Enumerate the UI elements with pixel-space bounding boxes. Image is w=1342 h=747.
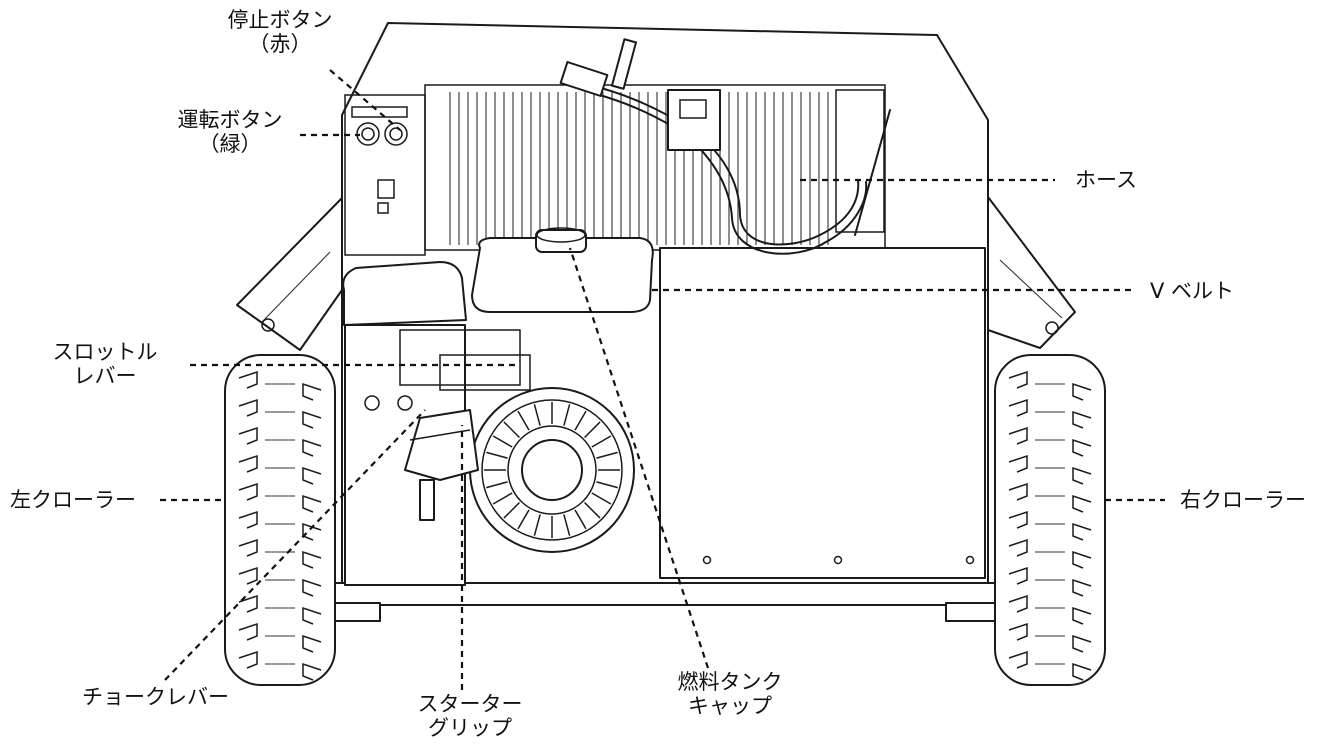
tread-lug	[238, 370, 258, 389]
tread-lug	[1072, 606, 1092, 625]
starter-fin	[503, 421, 521, 439]
tread-lug	[1008, 370, 1028, 389]
tread-lug	[238, 454, 258, 473]
tread-lug	[302, 578, 322, 597]
starter-grip-label: スターター グリップ	[417, 692, 523, 740]
leader-lines	[160, 69, 1165, 690]
tread-lug	[1008, 510, 1028, 529]
right-crawler-track	[994, 354, 1106, 686]
starter-fin	[492, 492, 513, 505]
hose-label: ホース	[1075, 168, 1137, 192]
starter-fin	[517, 509, 530, 530]
tread-lug	[1008, 538, 1028, 557]
tread-lug	[238, 398, 258, 417]
choke-bracket	[404, 409, 479, 521]
left-side-wing	[236, 197, 343, 351]
leader-fuel-tank-cap	[568, 247, 710, 669]
tread-lug	[1008, 454, 1028, 473]
tread-lug	[1072, 522, 1092, 541]
choke-lever-label: チョークレバー	[82, 685, 229, 709]
tread-lug	[1008, 426, 1028, 445]
starter-fin	[591, 492, 612, 505]
left-crawler-track	[224, 354, 336, 686]
tread-lug	[302, 494, 322, 513]
tread-lug	[1072, 550, 1092, 569]
starter-fin	[596, 451, 618, 459]
tread-lug	[1072, 634, 1092, 653]
tread-lug	[302, 634, 322, 653]
recoil-starter	[469, 387, 635, 553]
v-belt-label: V ベルト	[1150, 279, 1235, 303]
starter-fin	[574, 509, 587, 530]
tread-lug	[1072, 438, 1092, 457]
starter-fin	[583, 501, 601, 519]
throttle-lever-label: スロットル レバー	[52, 340, 158, 388]
starter-fin	[596, 481, 618, 489]
fuel-tank	[471, 227, 654, 313]
starter-fin	[563, 404, 571, 426]
right-crawler-label: 右クローラー	[1180, 488, 1306, 512]
right-side-wing	[987, 196, 1076, 349]
leader-choke-lever	[164, 409, 426, 681]
tread-lug	[238, 482, 258, 501]
run-button-label: 運転ボタン （緑）	[177, 108, 283, 156]
starter-fin	[533, 404, 541, 426]
tread-lug	[302, 382, 322, 401]
starter-fin	[574, 410, 587, 431]
tread-lug	[1008, 650, 1028, 669]
tread-lug	[1008, 398, 1028, 417]
tread-lug	[1072, 662, 1092, 681]
tread-lug	[1072, 382, 1092, 401]
starter-fin	[591, 435, 612, 448]
tread-lug	[1008, 482, 1028, 501]
tread-lug	[302, 466, 322, 485]
leader-stop-button	[329, 69, 401, 131]
starter-fin	[563, 514, 571, 536]
tread-lug	[1008, 566, 1028, 585]
tread-lug	[238, 622, 258, 641]
stop-button-label: 停止ボタン （赤）	[227, 8, 333, 56]
tread-lug	[238, 426, 258, 445]
right-cover	[659, 247, 986, 579]
tread-lug	[238, 538, 258, 557]
tread-lug	[1072, 466, 1092, 485]
tread-lug	[302, 662, 322, 681]
starter-fin	[486, 481, 508, 489]
tread-lug	[1072, 494, 1092, 513]
starter-fin	[503, 501, 521, 519]
fuel-tank-cap-label: 燃料タンク キャップ	[677, 670, 783, 718]
starter-fin	[533, 514, 541, 536]
tread-lug	[302, 550, 322, 569]
starter-fin	[486, 451, 508, 459]
tread-lug	[1008, 622, 1028, 641]
hose-assembly	[559, 38, 891, 255]
starter-fin	[492, 435, 513, 448]
tread-lug	[1072, 410, 1092, 429]
starter-fin	[583, 421, 601, 439]
starter-fin	[517, 410, 530, 431]
tread-lug	[238, 510, 258, 529]
tread-lug	[238, 566, 258, 585]
tread-lug	[238, 594, 258, 613]
tread-lug	[302, 438, 322, 457]
tread-lug	[1072, 578, 1092, 597]
left-crawler-label: 左クローラー	[10, 488, 136, 512]
tread-lug	[302, 410, 322, 429]
tread-lug	[302, 606, 322, 625]
engine-block	[342, 261, 531, 586]
tread-lug	[1008, 594, 1028, 613]
tread-lug	[238, 650, 258, 669]
